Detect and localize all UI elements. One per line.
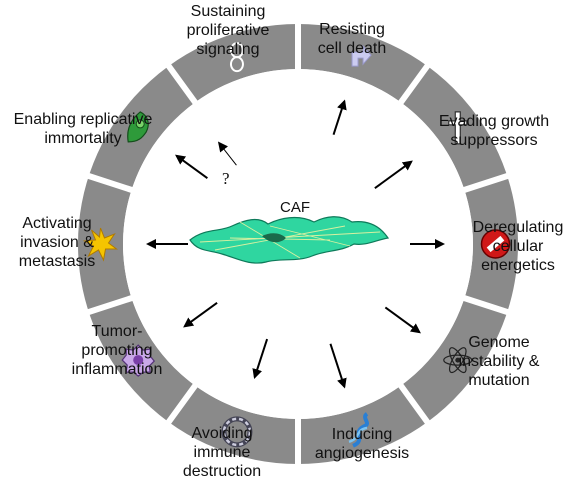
label-evading-growth-suppressors: Evading growth suppressors bbox=[438, 113, 550, 149]
caf-arrow bbox=[175, 154, 208, 179]
uncertain-arrow bbox=[217, 141, 237, 166]
bent-arrow-icon bbox=[351, 44, 372, 67]
ring-divider bbox=[85, 294, 135, 316]
ring-divider bbox=[165, 62, 199, 106]
label-enabling-replicative-immortality: Enabling replicative immortality bbox=[13, 111, 153, 147]
ring-divider bbox=[461, 294, 511, 316]
question-mark: ? bbox=[222, 169, 230, 188]
label-sustaining-proliferative-signaling: Sustaining proliferative signaling bbox=[186, 3, 270, 58]
ring-divider bbox=[461, 172, 511, 194]
label-avoiding-immune-destruction: Avoiding immune destruction bbox=[182, 425, 262, 480]
dna-helix-icon bbox=[348, 412, 369, 448]
caf-arrow bbox=[384, 306, 421, 334]
ring-divider bbox=[85, 172, 135, 194]
caf-arrow bbox=[329, 343, 347, 389]
caf-arrows bbox=[146, 99, 445, 389]
caf-arrow bbox=[332, 99, 347, 135]
caf-cell bbox=[189, 216, 390, 264]
label-resisting-cell-death: Resisting cell death bbox=[317, 21, 387, 57]
caf-arrow bbox=[252, 338, 269, 380]
ring-divider bbox=[397, 62, 431, 106]
immune-cell-icon bbox=[121, 344, 156, 377]
label-tumor-promoting-inflammation: Tumor- promoting inflammation bbox=[71, 323, 163, 378]
hallmark-icons bbox=[82, 42, 511, 448]
caf-arrow bbox=[374, 160, 413, 189]
caf-label: CAF bbox=[280, 199, 310, 216]
starburst-icon bbox=[82, 227, 118, 262]
infinity-icon bbox=[229, 42, 244, 73]
caf-arrow bbox=[183, 301, 218, 328]
vessel-ring-icon bbox=[221, 416, 253, 448]
label-inducing-angiogenesis: Inducing angiogenesis bbox=[314, 426, 410, 462]
cross-icon bbox=[448, 111, 468, 145]
ring-divider bbox=[397, 382, 431, 426]
ring-divider bbox=[165, 382, 199, 426]
label-deregulating-cellular-energetics: Deregulating cellular energetics bbox=[472, 219, 564, 274]
label-activating-invasion-metastasis: Activating invasion & metastasis bbox=[18, 215, 96, 270]
invasive-cell-icon bbox=[127, 111, 149, 143]
label-genome-instability-mutation: Genome instability & mutation bbox=[458, 334, 540, 389]
prohibition-icon bbox=[480, 229, 511, 259]
atom-icon bbox=[443, 347, 473, 374]
